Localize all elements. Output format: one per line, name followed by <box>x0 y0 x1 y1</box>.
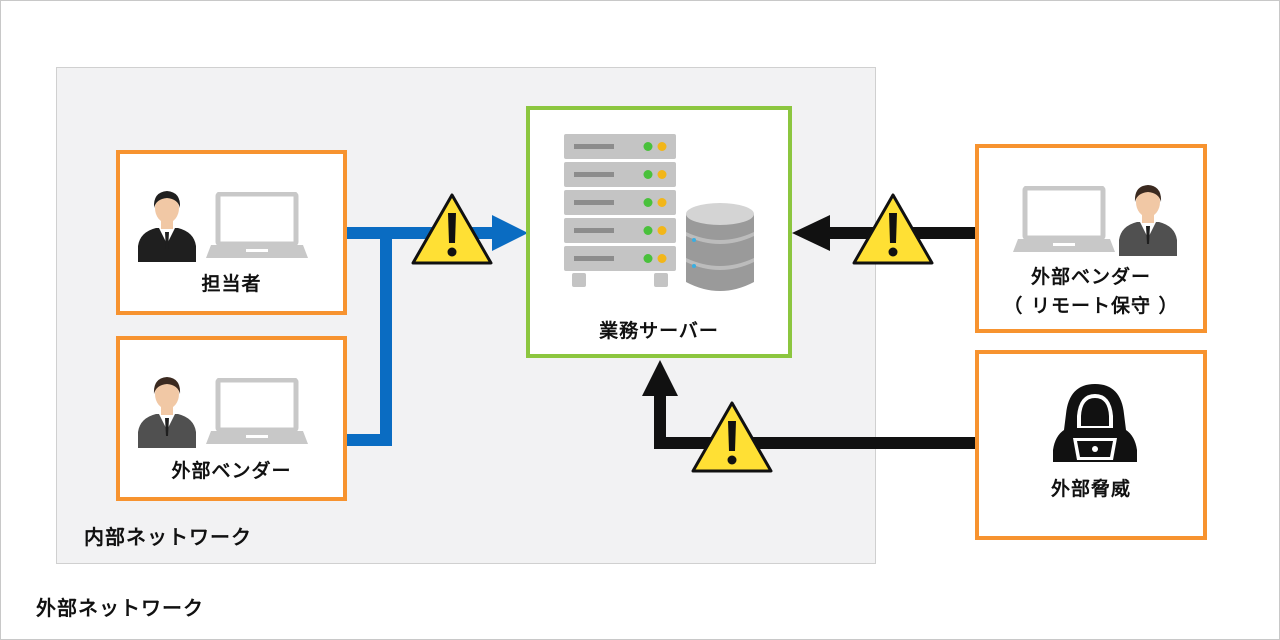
arrow-icon <box>792 215 830 251</box>
external-threat-node: 外部脅威 <box>975 350 1207 540</box>
vendor-remote-label-line2: （ リモート保守 ） <box>1003 295 1179 317</box>
person-icon <box>138 377 196 448</box>
laptop-icon <box>206 378 308 444</box>
vendor-internal-node: 外部ベンダー <box>116 336 347 501</box>
business-server-label: 業務サーバー <box>599 320 719 342</box>
vendor-internal-label: 外部ベンダー <box>171 460 292 482</box>
server-rack-icon <box>564 134 676 287</box>
database-icon <box>686 203 754 291</box>
laptop-icon <box>206 192 308 258</box>
person-icon <box>138 191 196 262</box>
arrow-icon <box>642 360 678 396</box>
external-network-label: 外部ネットワーク <box>36 596 204 620</box>
person-icon <box>1119 185 1177 256</box>
arrow-icon <box>492 215 528 251</box>
hacker-icon <box>1053 384 1137 462</box>
internal-network-label: 内部ネットワーク <box>84 525 252 549</box>
vendor-remote-node: 外部ベンダー （ リモート保守 ） <box>975 144 1207 333</box>
laptop-icon <box>1013 186 1115 252</box>
external-threat-label: 外部脅威 <box>1050 478 1131 500</box>
staff-node: 担当者 <box>116 150 347 315</box>
vendor-remote-label-line1: 外部ベンダー <box>1030 266 1151 288</box>
business-server-node: 業務サーバー <box>526 106 792 358</box>
staff-label: 担当者 <box>201 273 262 295</box>
